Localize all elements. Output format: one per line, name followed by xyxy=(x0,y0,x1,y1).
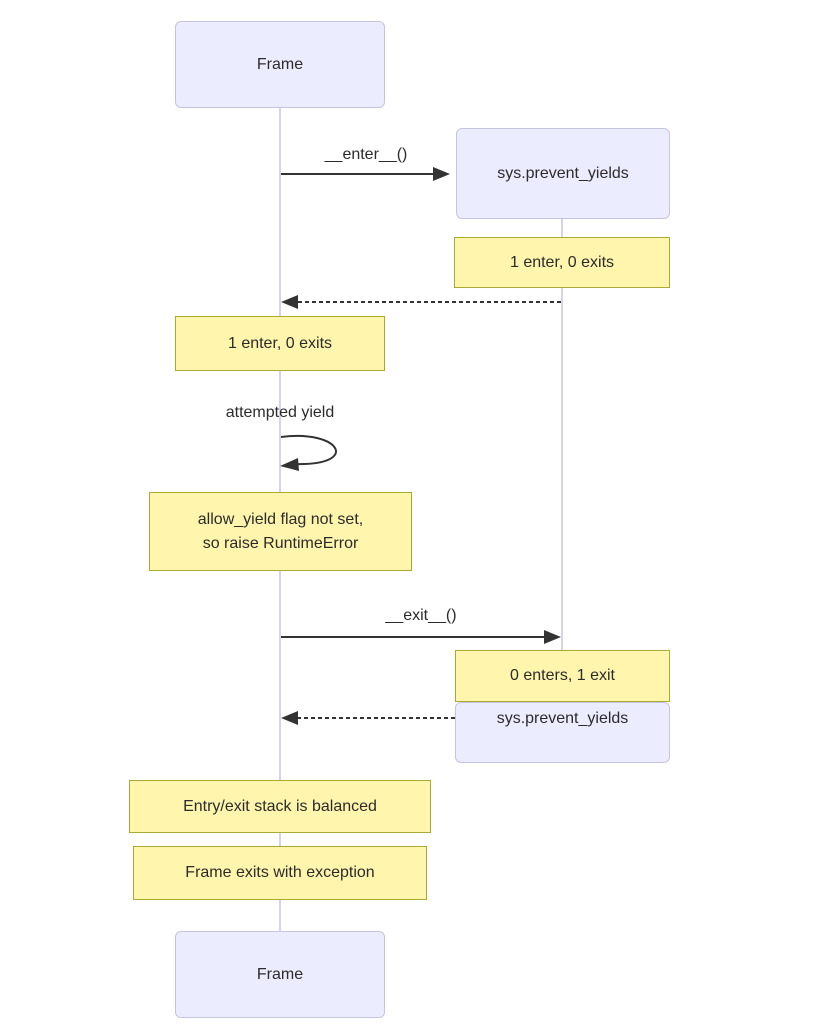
actor-sys-end-label: sys.prevent_yields xyxy=(496,710,629,727)
note-stack-balanced: Entry/exit stack is balanced xyxy=(129,780,431,833)
actor-frame-bottom-label: Frame xyxy=(256,965,304,983)
note-frame-enter-count: 1 enter, 0 exits xyxy=(175,316,385,371)
note-raise-line2: so raise RuntimeError xyxy=(202,534,359,552)
actor-frame-top-label: Frame xyxy=(256,55,304,73)
note-raise-line1: allow_yield flag not set, xyxy=(197,510,364,528)
exit-message-label: __exit__() xyxy=(385,607,457,624)
return-arrowhead-1-icon xyxy=(281,295,298,309)
note-frame-exits-exception: Frame exits with exception xyxy=(133,846,427,900)
note-sys-enter-count: 1 enter, 0 exits xyxy=(454,237,670,288)
self-loop-arrowhead-icon xyxy=(280,458,299,471)
exit-arrowhead-icon xyxy=(544,630,561,644)
actor-sys-prevent-yields: sys.prevent_yields xyxy=(456,128,670,219)
actor-sys-label: sys.prevent_yields xyxy=(497,164,629,182)
enter-message-label: __enter__() xyxy=(324,146,408,163)
note-sys-enter-count-text: 1 enter, 0 exits xyxy=(509,253,615,271)
self-loop-curve xyxy=(280,434,337,466)
note-frame-enter-count-text: 1 enter, 0 exits xyxy=(227,334,333,352)
note-frame-exits-exception-text: Frame exits with exception xyxy=(185,864,375,881)
actor-sys-prevent-yields-end: sys.prevent_yields xyxy=(455,702,670,763)
sys-lifeline xyxy=(561,219,563,703)
note-stack-balanced-text: Entry/exit stack is balanced xyxy=(183,797,377,815)
return-arrowhead-2-icon xyxy=(281,711,298,725)
actor-frame-top: Frame xyxy=(175,21,385,108)
enter-arrowhead-icon xyxy=(433,167,450,181)
self-loop-message-label: attempted yield xyxy=(225,404,335,421)
note-raise-runtimeerror: allow_yield flag not set, so raise Runti… xyxy=(149,492,412,571)
actor-frame-bottom: Frame xyxy=(175,931,385,1018)
note-sys-exit-count-text: 0 enters, 1 exit xyxy=(510,667,615,684)
note-sys-exit-count: 0 enters, 1 exit xyxy=(455,650,670,702)
